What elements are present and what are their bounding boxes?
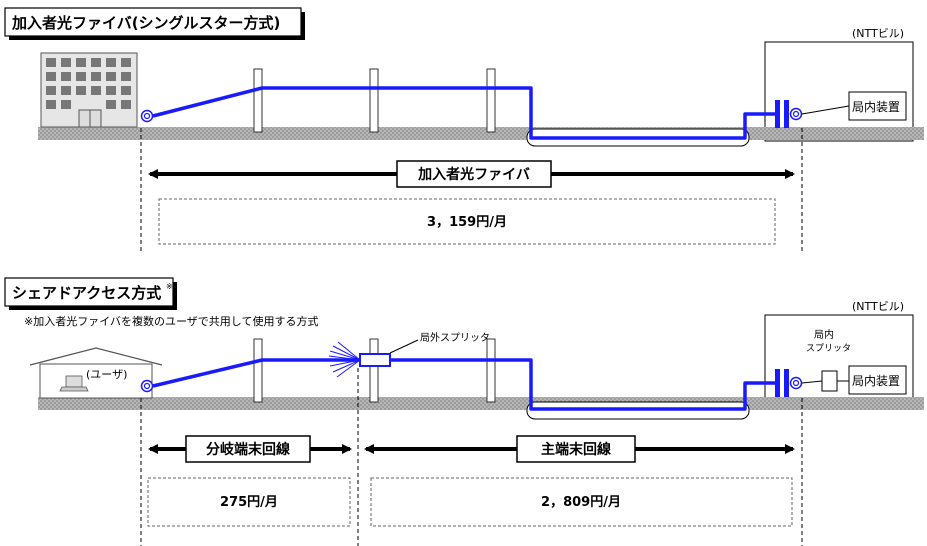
section-2: シェアドアクセス方式 ※ ※加入者光ファイバを複数のユーザで共用して使用する方式… xyxy=(4,277,924,546)
inside-splitter-label-1: 局内 xyxy=(814,328,834,341)
utility-pole xyxy=(253,68,263,133)
equipment-label-2: 局内装置 xyxy=(852,374,900,388)
user-connector-icon xyxy=(140,379,154,393)
outside-splitter-label: 局外スプリッタ xyxy=(420,332,490,344)
laptop-icon xyxy=(59,375,89,392)
utility-pole xyxy=(369,338,379,403)
inside-splitter-label-2: スプリッタ xyxy=(806,343,851,354)
outside-splitter-fan-icon xyxy=(328,341,361,378)
price-1: 3，159円/月 xyxy=(427,215,507,230)
section-1-title: 加入者光ファイバ(シングルスター方式) xyxy=(11,14,280,32)
ground-2 xyxy=(38,397,924,410)
ntt-label-2: (NTTビル) xyxy=(852,300,904,313)
inside-splitter-icon xyxy=(821,370,838,392)
office-building-icon xyxy=(40,52,138,128)
branch-fiber-line xyxy=(152,358,360,388)
main-fiber-line xyxy=(390,358,775,411)
user-connector-icon xyxy=(140,109,154,123)
price-box-main xyxy=(370,477,793,527)
main-line-label: 主端末回線 xyxy=(541,441,611,458)
utility-pole xyxy=(253,338,263,403)
ntt-label-1: (NTTビル) xyxy=(852,27,904,40)
utility-pole xyxy=(486,68,496,133)
branch-label-box xyxy=(185,435,311,463)
fiber-label: 加入者光ファイバ xyxy=(417,166,530,183)
equipment-box-1 xyxy=(848,91,907,121)
outside-splitter-leader xyxy=(389,339,419,354)
main-price: 2，809円/月 xyxy=(541,495,621,510)
equipment-link-1 xyxy=(801,105,850,115)
price-box-branch xyxy=(147,477,351,527)
utility-pole xyxy=(369,68,379,133)
section-1: 加入者光ファイバ(シングルスター方式) (NTTビル) xyxy=(4,7,924,252)
outside-splitter-icon xyxy=(359,353,391,367)
section-1-title-box xyxy=(4,7,302,37)
termination-connector-icon xyxy=(775,100,803,128)
branch-line-label: 分岐端末回線 xyxy=(206,441,290,458)
section-2-title: シェアドアクセス方式 xyxy=(12,284,161,302)
ground-1 xyxy=(38,127,924,140)
house-icon xyxy=(29,347,163,399)
subscriber-fiber-line-1 xyxy=(152,86,775,140)
utility-pole xyxy=(486,338,496,403)
termination-connector-icon xyxy=(775,369,803,397)
fiber-label-box xyxy=(396,160,552,188)
equipment-label-1: 局内装置 xyxy=(852,100,900,114)
user-label: (ユーザ) xyxy=(86,368,127,381)
section-2-title-box xyxy=(4,277,174,307)
main-label-box xyxy=(516,435,636,463)
shared-access-note: ※加入者光ファイバを複数のユーザで共用して使用する方式 xyxy=(24,314,318,328)
inside-splitter-link xyxy=(801,380,823,384)
equipment-box-2 xyxy=(848,365,907,395)
price-box-1 xyxy=(158,198,776,245)
section-2-title-mark: ※ xyxy=(166,282,173,291)
branch-price: 275円/月 xyxy=(220,495,278,510)
